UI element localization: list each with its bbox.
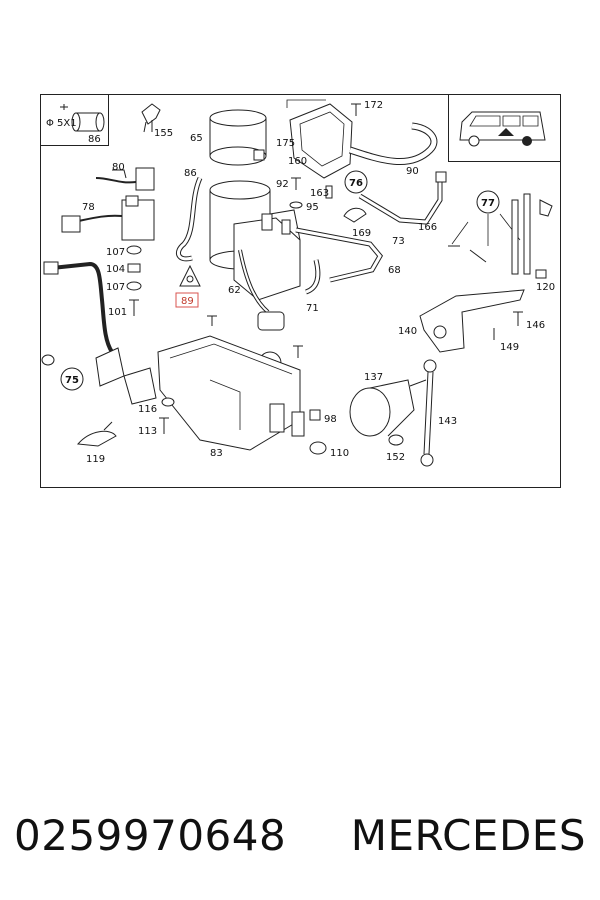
label-86-hose: 86 <box>184 168 197 179</box>
part-119-clip <box>76 430 117 447</box>
part-155-clip <box>141 103 161 133</box>
callout-76-label: 76 <box>349 178 363 189</box>
label-80: 80 <box>112 162 125 173</box>
label-107-b: 107 <box>106 282 125 293</box>
part-65-filter <box>209 109 267 166</box>
label-160: 160 <box>288 156 307 167</box>
label-163: 163 <box>310 188 329 199</box>
callout-75-label: 75 <box>65 375 79 386</box>
part-137-actuator <box>349 379 427 437</box>
label-175: 175 <box>276 138 295 149</box>
label-146: 146 <box>526 320 545 331</box>
callout-75 <box>60 367 84 391</box>
hose-diameter-label: Φ 5X1 <box>46 118 77 129</box>
label-98: 98 <box>324 414 337 425</box>
highlight-box-89[interactable] <box>175 292 199 308</box>
label-149: 149 <box>500 342 519 353</box>
wiring-harness <box>51 261 114 354</box>
part-140-bracket <box>419 289 525 353</box>
label-140: 140 <box>398 326 417 337</box>
label-83: 83 <box>210 448 223 459</box>
label-104: 104 <box>106 264 125 275</box>
callout-77-label: 77 <box>481 198 495 209</box>
label-110: 110 <box>330 448 349 459</box>
label-155: 155 <box>154 128 173 139</box>
label-172: 172 <box>364 100 383 111</box>
label-65: 65 <box>190 133 203 144</box>
label-120: 120 <box>536 282 555 293</box>
hose-spec-box: Φ 5X1 86 <box>40 94 109 146</box>
label-78: 78 <box>82 202 95 213</box>
label-152: 152 <box>386 452 405 463</box>
label-73: 73 <box>392 236 405 247</box>
callout-76 <box>344 170 368 194</box>
label-95: 95 <box>306 202 319 213</box>
brand-name: MERCEDES <box>350 810 586 860</box>
label-89-highlighted: 89 <box>181 296 194 307</box>
label-113: 113 <box>138 426 157 437</box>
label-107-a: 107 <box>106 247 125 258</box>
part-160-bracket <box>289 103 353 179</box>
part-89-mount <box>179 264 201 287</box>
label-116: 116 <box>138 404 157 415</box>
label-169: 169 <box>352 228 371 239</box>
label-119: 119 <box>86 454 105 465</box>
label-101: 101 <box>108 307 127 318</box>
label-62: 62 <box>228 285 241 296</box>
part-75-module <box>95 347 157 405</box>
part-number: 0259970648 <box>14 810 287 860</box>
label-92: 92 <box>276 179 289 190</box>
vehicle-position-box <box>448 94 561 162</box>
label-71: 71 <box>306 303 319 314</box>
product-caption: 0259970648 MERCEDES <box>0 795 600 875</box>
label-137: 137 <box>364 372 383 383</box>
part-62-compressor <box>209 180 301 331</box>
callout-77 <box>476 190 500 214</box>
label-90: 90 <box>406 166 419 177</box>
part-143-link-rod <box>420 359 437 467</box>
label-68: 68 <box>388 265 401 276</box>
part-78-valve-block <box>61 195 155 241</box>
label-166: 166 <box>418 222 437 233</box>
label-143: 143 <box>438 416 457 427</box>
label-86-spec: 86 <box>88 134 101 145</box>
part-80-valve <box>95 167 155 191</box>
